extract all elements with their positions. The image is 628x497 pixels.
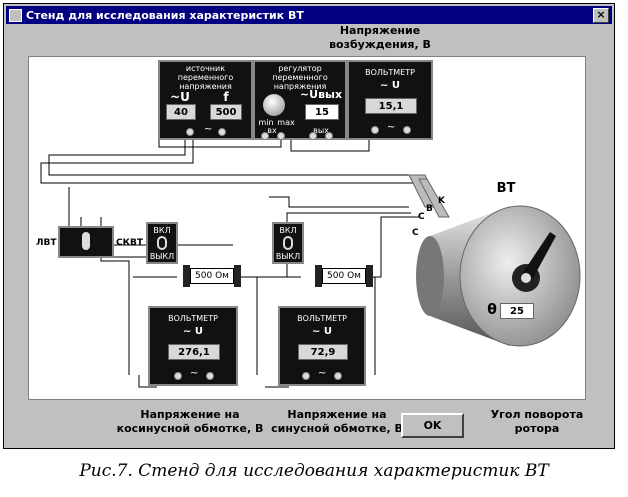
voltmeter-cosine-tilde: ~ (190, 368, 199, 379)
title-bar: Стенд для исследования характеристик ВТ … (6, 6, 612, 24)
mode-switch-lever[interactable] (82, 232, 90, 250)
source-title: источник переменного напряжения (177, 64, 234, 91)
regulator-title: регулятор переменного напряжения (272, 64, 328, 91)
rotary-transformer (416, 205, 581, 347)
ok-button[interactable]: OK (401, 413, 464, 438)
rotary-title: ВТ (496, 181, 516, 196)
voltmeter-cosine-mode: ~ U (183, 326, 203, 337)
voltmeter-cosine-terminal-left[interactable] (174, 372, 182, 380)
regulator-in-label: вх (267, 126, 277, 135)
voltmeter-cosine-readout: 276,1 (168, 344, 220, 360)
regulator-terminal-4[interactable] (325, 132, 333, 140)
voltmeter-excitation: ВОЛЬТМЕТР ~ U 15,1 ~ (347, 60, 433, 140)
regulator-max-label: max (277, 118, 295, 127)
regulator-terminal-3[interactable] (309, 132, 317, 140)
regulator-terminal-2[interactable] (277, 132, 285, 140)
voltmeter-sine-mode: ~ U (312, 326, 332, 337)
voltmeter-cosine-terminal-right[interactable] (206, 372, 214, 380)
regulator-min-label: min (258, 118, 274, 127)
wire-label-2: C (418, 212, 425, 222)
cosine-switch-icon (157, 236, 167, 250)
voltmeter-sine-title: ВОЛЬТМЕТР (297, 314, 347, 323)
window-title: Стенд для исследования характеристик ВТ (26, 8, 304, 22)
angle-heading: Угол поворота ротора (490, 408, 584, 435)
regulator-out-label: ~Uвых (299, 88, 343, 101)
voltmeter-excitation-title: ВОЛЬТМЕТР (365, 68, 415, 77)
cosine-switch-on: ВКЛ (153, 226, 171, 235)
source-u-label: ~U (170, 90, 190, 104)
source-terminal-right[interactable] (218, 128, 226, 136)
skvt-label: СКВТ (116, 238, 143, 248)
lvt-label: ЛВТ (36, 238, 57, 248)
close-button[interactable]: × (593, 8, 609, 23)
source-f-label: f (223, 90, 229, 104)
cosine-resistor: 500 Ом (183, 265, 241, 287)
excitation-heading: Напряжение возбуждения, В (329, 24, 431, 51)
sine-switch-off: ВЫКЛ (275, 252, 301, 261)
voltmeter-excitation-tilde: ~ (387, 122, 396, 133)
regulator-knob[interactable] (263, 94, 285, 116)
sine-switch[interactable]: ВКЛ ВЫКЛ (272, 222, 304, 264)
voltmeter-sine-terminal-left[interactable] (302, 372, 310, 380)
regulator-output-input[interactable]: 15 (305, 104, 339, 120)
ac-source-panel: источник переменного напряжения ~U f 40 … (158, 60, 253, 140)
voltmeter-cosine: ВОЛЬТМЕТР ~ U 276,1 ~ (148, 306, 238, 386)
wire-label-1: C (412, 228, 419, 238)
app-icon (9, 8, 22, 22)
voltmeter-excitation-mode: ~ U (380, 80, 400, 91)
cosine-heading: Напряжение на косинусной обмотке, В (116, 408, 264, 435)
regulator-panel: регулятор переменного напряжения ~Uвых 1… (253, 60, 347, 140)
regulator-terminal-1[interactable] (261, 132, 269, 140)
voltmeter-sine-terminal-right[interactable] (334, 372, 342, 380)
cosine-switch-off: ВЫКЛ (149, 252, 175, 261)
voltmeter-excitation-terminal-right[interactable] (403, 126, 411, 134)
sine-resistor: 500 Ом (315, 265, 373, 287)
angle-input[interactable]: 25 (500, 303, 534, 319)
voltmeter-sine-readout: 72,9 (298, 344, 348, 360)
source-f-input[interactable]: 500 (210, 104, 242, 120)
source-tilde: ~ (204, 124, 213, 135)
theta-symbol: θ (487, 302, 497, 318)
voltmeter-sine: ВОЛЬТМЕТР ~ U 72,9 ~ (278, 306, 366, 386)
regulator-out-term-label: вых (313, 126, 329, 135)
voltmeter-excitation-readout: 15,1 (365, 98, 417, 114)
voltmeter-sine-tilde: ~ (318, 368, 327, 379)
voltmeter-cosine-title: ВОЛЬТМЕТР (168, 314, 218, 323)
source-u-input[interactable]: 40 (166, 104, 196, 120)
voltmeter-excitation-terminal-left[interactable] (371, 126, 379, 134)
figure-caption: Рис.7. Стенд для исследования характерис… (79, 461, 549, 481)
sine-heading: Напряжение на синусной обмотке, В (271, 408, 403, 435)
cosine-switch[interactable]: ВКЛ ВЫКЛ (146, 222, 178, 264)
wire-label-3: B (426, 204, 433, 214)
mode-switch-panel[interactable] (58, 226, 114, 258)
sine-switch-on: ВКЛ (279, 226, 297, 235)
source-terminal-left[interactable] (186, 128, 194, 136)
wire-label-4: K (438, 196, 445, 206)
sine-switch-icon (283, 236, 293, 250)
